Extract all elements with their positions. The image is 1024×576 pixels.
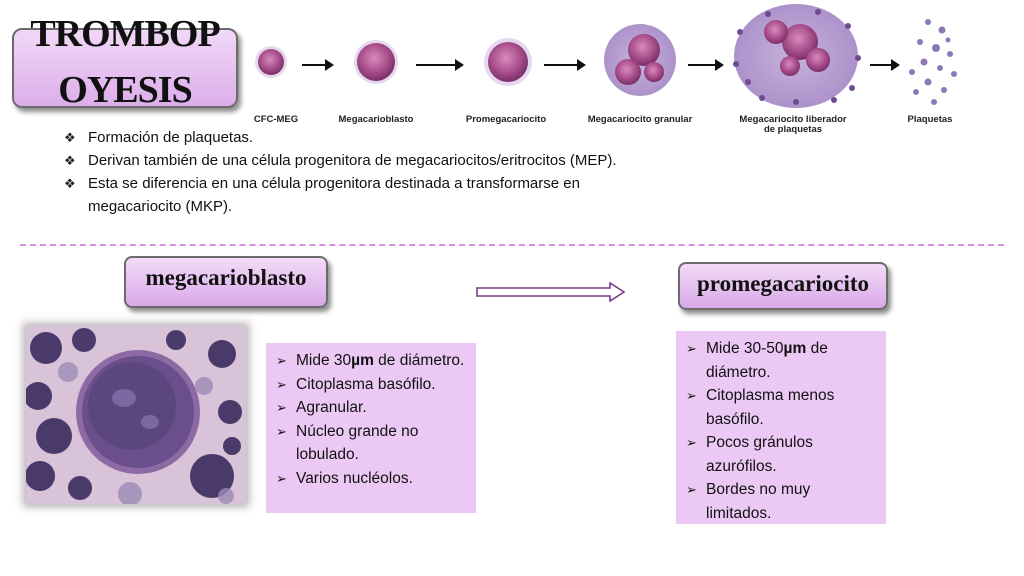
arrow-bullet-icon: ➢: [686, 435, 697, 450]
megacariocito-liberador-cell-icon: [733, 4, 861, 108]
stage-label-megacarioblasto: Megacarioblasto: [338, 114, 414, 125]
promegacariocito-features-box: ➢ Mide 30-50µm de diámetro. ➢ Citoplasma m…: [676, 331, 886, 524]
stage-arrow-3: [544, 59, 586, 71]
intro-bullet-item: ❖ Formación de plaquetas.: [64, 126, 624, 149]
feature-text: Citoplasma menos basófilo.: [706, 387, 835, 428]
title-box: [12, 28, 238, 108]
arrow-bullet-icon: ➢: [276, 353, 287, 368]
arrow-bullet-icon: ➢: [276, 400, 287, 415]
cell-development-strip: CFC-MEG Megacarioblasto Promegacariocito…: [248, 2, 968, 138]
diamond-bullet-icon: ❖: [64, 130, 76, 145]
cfc-meg-cell-icon: [255, 46, 287, 78]
feature-item: ➢ Citoplasma basófilo.: [276, 373, 470, 397]
feature-item: ➢ Pocos gránulos azurófilos.: [686, 431, 880, 478]
title-line-1: TROMBOP: [30, 13, 220, 55]
intro-bullet-item: ❖ Derivan también de una célula progenito…: [64, 149, 624, 172]
feature-text: Citoplasma basófilo.: [296, 375, 436, 393]
dashed-divider: [20, 244, 1004, 246]
page-title: TROMBOP OYESIS: [12, 6, 238, 118]
intro-bullet-text: Esta se diferencia en una célula progeni…: [88, 175, 580, 215]
feature-size-pre: Mide 30-50: [706, 340, 784, 357]
feature-item: ➢ Varios nucléolos.: [276, 467, 470, 491]
megacarioblasto-micrograph: [26, 326, 246, 504]
arrow-bullet-icon: ➢: [686, 388, 697, 403]
promegacariocito-cell-icon: [484, 38, 532, 86]
feature-size-unit: µm: [351, 352, 374, 369]
feature-item: ➢ Mide 30-50µm de diámetro.: [686, 337, 880, 384]
feature-item: ➢ Citoplasma menos basófilo.: [686, 384, 880, 431]
stage-arrow-5: [870, 59, 900, 71]
feature-size-post: de diámetro.: [373, 352, 465, 369]
transition-arrow-icon: [476, 282, 626, 302]
stage-label-liberador-line2: de plaquetas: [763, 124, 823, 135]
megacarioblasto-cell-icon: [354, 40, 398, 84]
feature-size-pre: Mide 30: [296, 352, 352, 369]
stage-label-plaquetas: Plaquetas: [907, 114, 953, 125]
feature-text: Varios nucléolos.: [296, 469, 413, 487]
megacariocito-granular-cell-icon: [604, 24, 676, 96]
feature-text: Pocos gránulos azurófilos.: [706, 434, 813, 475]
stage-arrow-4: [688, 59, 724, 71]
stage-arrow-2: [416, 59, 464, 71]
feature-text: Agranular.: [296, 399, 367, 416]
intro-bullet-text: Formación de plaquetas.: [88, 129, 254, 146]
diamond-bullet-icon: ❖: [64, 153, 76, 168]
cell-stages-illustration: [255, 4, 957, 108]
megacarioblasto-heading: megacarioblasto: [124, 256, 328, 308]
feature-item: ➢ Agranular.: [276, 396, 470, 420]
diamond-bullet-icon: ❖: [64, 176, 76, 191]
stage-arrow-1: [302, 59, 334, 71]
megacarioblasto-features-box: ➢ Mide 30µm de diámetro. ➢ Citoplasma basó…: [266, 343, 476, 513]
arrow-bullet-icon: ➢: [686, 341, 697, 356]
feature-item: ➢ Bordes no muy limitados.: [686, 478, 880, 525]
stage-label-megacariocito-granular: Megacariocito granular: [587, 114, 693, 125]
promegacariocito-feature-list: ➢ Mide 30-50µm de diámetro. ➢ Citoplasma m…: [676, 331, 886, 525]
feature-size-post: de diámetro.: [706, 340, 828, 381]
arrow-bullet-icon: ➢: [276, 376, 287, 392]
feature-size-unit: µm: [783, 340, 807, 357]
arrow-bullet-icon: ➢: [686, 482, 697, 497]
feature-text: Núcleo grande no lobulado.: [296, 422, 419, 464]
promegacariocito-heading: promegacariocito: [678, 262, 888, 310]
stage-label-megacariocito-liberador: Megacariocito liberador de plaquetas: [728, 115, 858, 135]
intro-bullet-list: ❖ Formación de plaquetas. ❖ Derivan tambié…: [64, 126, 624, 218]
arrow-bullet-icon: ➢: [276, 470, 287, 486]
intro-bullet-item: ❖ Esta se diferencia en una célula progen…: [64, 172, 624, 218]
arrow-bullet-icon: ➢: [276, 423, 287, 439]
stage-label-cfc-meg: CFC-MEG: [253, 114, 299, 125]
plaquetas-icon: [909, 19, 957, 105]
intro-bullet-text: Derivan también de una célula progenitor…: [88, 152, 617, 169]
megacarioblasto-feature-list: ➢ Mide 30µm de diámetro. ➢ Citoplasma basó…: [266, 343, 476, 490]
stage-label-liberador-line1: Megacariocito liberador: [739, 114, 847, 125]
feature-text: Bordes no muy limitados.: [706, 481, 811, 522]
stage-label-promegacariocito: Promegacariocito: [465, 114, 547, 125]
title-line-2: OYESIS: [58, 69, 192, 111]
feature-item: ➢ Mide 30µm de diámetro.: [276, 349, 470, 373]
feature-item: ➢ Núcleo grande no lobulado.: [276, 420, 470, 467]
